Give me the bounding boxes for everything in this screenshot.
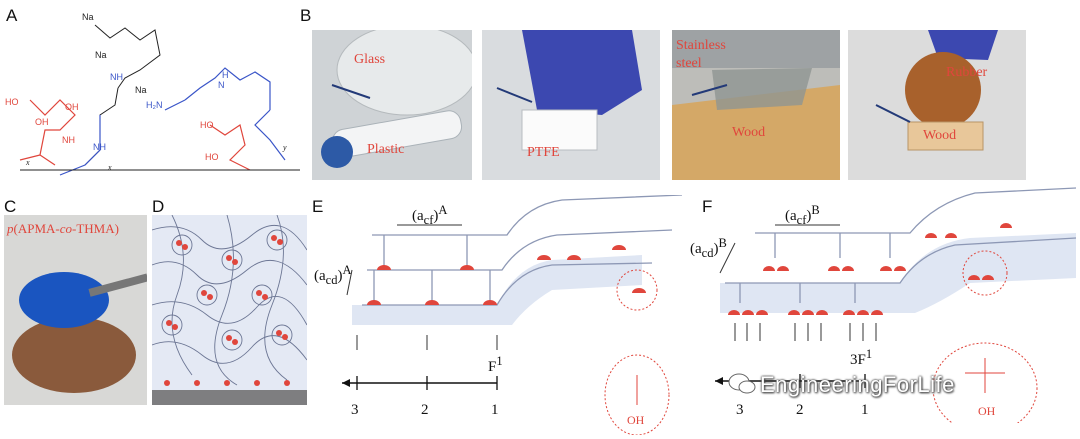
polymer-prefix: p bbox=[7, 221, 14, 236]
force-a-label: F1 bbox=[488, 354, 503, 376]
plastic-label: Plastic bbox=[367, 142, 405, 157]
acf-b-sub: cf bbox=[796, 213, 807, 227]
watermark-text: EngineeringForLife bbox=[760, 372, 955, 397]
oh-label-2: OH bbox=[35, 117, 49, 127]
polymer-main: (APMA- bbox=[13, 221, 60, 236]
panel-label-b: B bbox=[300, 6, 312, 25]
glass-label: Glass bbox=[354, 52, 386, 67]
wechat-icon bbox=[728, 373, 756, 394]
x-label-2: x bbox=[107, 163, 112, 172]
acf-a-prefix: (a bbox=[412, 208, 424, 224]
photo-steel-wood: Stainless steel Wood bbox=[672, 30, 840, 180]
panel-label-c: C bbox=[4, 197, 17, 216]
acf-a-sup: A bbox=[438, 203, 448, 217]
force-a-sup: 1 bbox=[496, 354, 503, 368]
photo-ptfe: PTFE bbox=[482, 30, 660, 180]
h-label: H bbox=[222, 70, 229, 80]
acd-b-sub: cd bbox=[701, 246, 714, 260]
adhesion-model-a bbox=[342, 195, 682, 435]
acd-b-prefix: (a bbox=[690, 241, 702, 257]
y-label: y bbox=[282, 143, 287, 152]
acd-b-sup: B bbox=[718, 236, 727, 250]
nh-label: NH bbox=[110, 72, 123, 82]
photo-hydrogel-tissue: p(APMA-co-THMA) bbox=[4, 215, 147, 405]
acd-a-label: (acd)A bbox=[314, 263, 352, 287]
acf-a-sub: cf bbox=[423, 213, 434, 227]
ho-label-2: HO bbox=[200, 120, 214, 130]
wood-label-1: Wood bbox=[732, 125, 766, 140]
ho-label-1: HO bbox=[5, 97, 19, 107]
panel-label-f: F bbox=[702, 197, 713, 216]
panel-label-d: D bbox=[152, 197, 165, 216]
stainless-label: Stainless bbox=[676, 38, 726, 53]
axis-a-tick-2: 2 bbox=[421, 402, 429, 418]
rubber-label: Rubber bbox=[946, 65, 988, 80]
ptfe-label: PTFE bbox=[527, 145, 560, 160]
acd-a-sub: cd bbox=[325, 273, 338, 287]
acf-a-label: (acf)A bbox=[412, 203, 448, 227]
force-b-sup: 1 bbox=[865, 347, 873, 361]
force-a-value: F bbox=[488, 359, 497, 375]
axis-b-tick-3: 3 bbox=[736, 402, 744, 418]
acd-a-prefix: (a bbox=[314, 268, 326, 284]
panel-label-e: E bbox=[312, 197, 324, 216]
polymer-name-label: p(APMA-co-THMA) bbox=[7, 221, 119, 237]
n-label: N bbox=[218, 80, 225, 90]
wood-label-2: Wood bbox=[923, 128, 957, 143]
axis-a-tick-1: 1 bbox=[491, 402, 499, 418]
panel-label-a: A bbox=[6, 6, 18, 25]
oh-label-1: OH bbox=[65, 102, 79, 112]
polymer-co: co bbox=[59, 221, 73, 236]
steel-label: steel bbox=[676, 56, 702, 71]
force-b-value: 3F bbox=[850, 352, 866, 368]
acf-b-sup: B bbox=[811, 203, 820, 217]
chemical-structure-diagram: Na Na Na NH H₂N NH NH H N HO OH OH HO HO… bbox=[5, 12, 300, 176]
polymer-end: -THMA) bbox=[72, 221, 119, 236]
axis-b-tick-2: 2 bbox=[796, 402, 804, 418]
ho-label-3: HO bbox=[205, 152, 219, 162]
force-b-label: 3F1 bbox=[850, 347, 872, 369]
acd-a-sup: A bbox=[342, 263, 352, 277]
na-label-2: Na bbox=[95, 50, 107, 60]
x-label-1: x bbox=[25, 158, 30, 167]
photo-rubber-wood: Rubber Wood bbox=[848, 30, 1026, 180]
h2n-label: H₂N bbox=[146, 100, 163, 110]
oh-a-label: OH bbox=[627, 413, 645, 427]
na-label-1: Na bbox=[82, 12, 94, 22]
oh-b-label: OH bbox=[978, 404, 996, 418]
adhesion-model-b bbox=[715, 187, 1076, 423]
nh-amide-label-1: NH bbox=[93, 142, 106, 152]
acf-b-prefix: (a bbox=[785, 208, 797, 224]
na-label-3: Na bbox=[135, 85, 147, 95]
acd-b-label: (acd)B bbox=[690, 236, 727, 260]
axis-b-tick-1: 1 bbox=[861, 402, 869, 418]
acf-b-label: (acf)B bbox=[785, 203, 820, 227]
network-schematic bbox=[152, 215, 307, 405]
photo-glass-plastic: Glass Plastic bbox=[312, 30, 472, 180]
axis-a-tick-3: 3 bbox=[351, 402, 359, 418]
nh-amide-label-2: NH bbox=[62, 135, 75, 145]
